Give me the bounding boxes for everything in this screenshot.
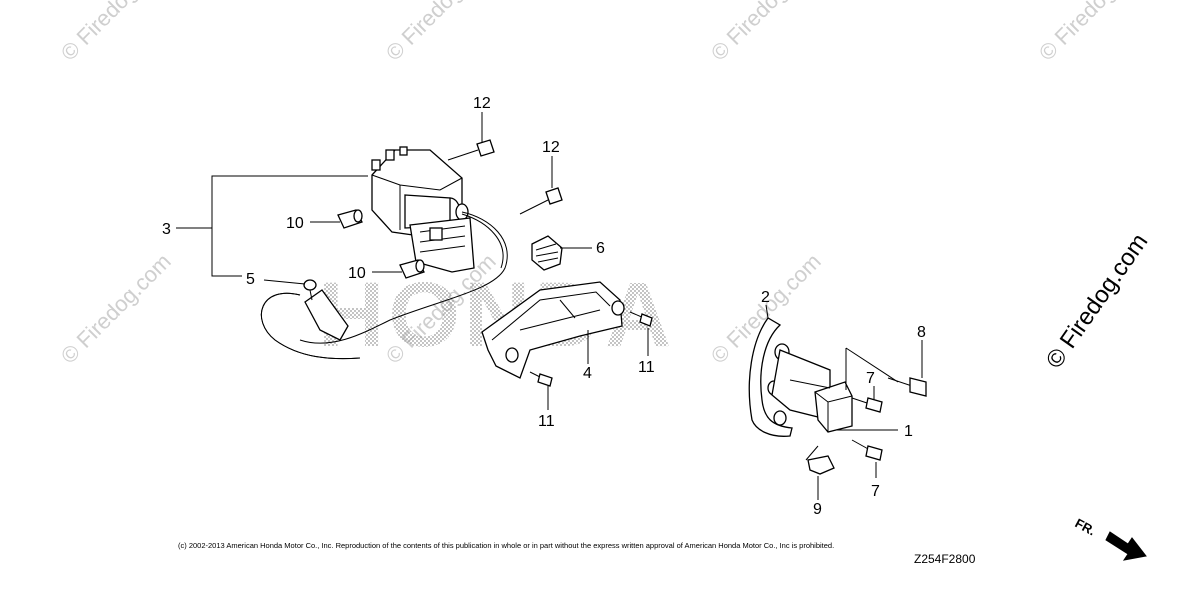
callout-5: 5 [246, 271, 255, 288]
watermark-small: © Firedog.com [1034, 0, 1154, 66]
callout-6: 6 [596, 240, 605, 257]
callout-11: 11 [638, 359, 655, 376]
callout-9: 9 [813, 501, 822, 518]
part-6-grommet [531, 235, 563, 271]
direction-label: FR. [1073, 515, 1099, 538]
part-12-bolts [447, 139, 563, 215]
watermark-small: © Firedog.com [706, 0, 826, 66]
part-1-unit [771, 349, 853, 433]
parts-7-8-9-hardware [805, 347, 927, 475]
callout-8: 8 [917, 324, 926, 341]
watermark-small: © Firedog.com [56, 249, 176, 369]
callout-7: 7 [866, 370, 875, 387]
callout-1: 1 [904, 423, 913, 440]
part-11-screws [529, 311, 653, 387]
part-3-control-assembly [299, 146, 508, 344]
watermark-small: © Firedog.com [56, 0, 176, 66]
part-5-plug-cap [260, 279, 361, 360]
callout-2: 2 [761, 289, 770, 306]
callouts: 3 5 10 10 12 12 6 4 11 11 2 1 7 7 8 9 [162, 95, 926, 518]
callout-10: 10 [348, 265, 366, 282]
direction-marker: FR. [1073, 515, 1147, 561]
callout-12: 12 [473, 95, 491, 112]
callout-12: 12 [542, 139, 560, 156]
callout-7: 7 [871, 483, 880, 500]
callout-3: 3 [162, 221, 171, 238]
diagram-code: Z254F2800 [914, 552, 976, 566]
callout-4: 4 [583, 365, 592, 382]
part-4-bracket [481, 281, 625, 379]
leader-lines [176, 112, 923, 500]
copyright-notice: (c) 2002-2013 American Honda Motor Co., … [178, 541, 834, 550]
watermark-small: © Firedog.com [381, 0, 501, 66]
callout-10: 10 [286, 215, 304, 232]
part-10-collars [337, 209, 425, 279]
watermark-large: © Firedog.com [1041, 229, 1154, 374]
direction-arrow-icon [1105, 531, 1147, 561]
callout-11: 11 [538, 413, 555, 430]
